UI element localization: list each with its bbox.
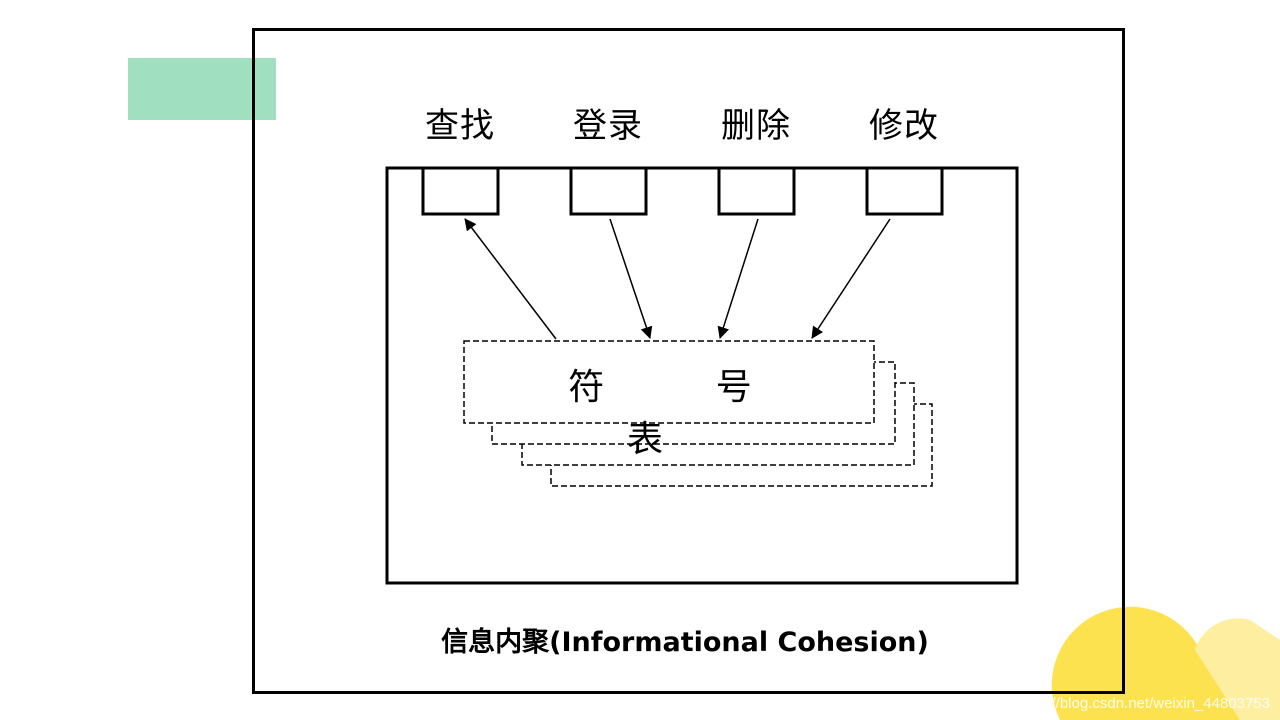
arrow-table-to-search (464, 218, 557, 340)
operation-label-delete: 删除 (721, 106, 791, 146)
operation-label-login: 登录 (573, 106, 643, 146)
arrow-modify-to-table (811, 218, 891, 339)
entry-box-login (569, 166, 648, 216)
decorative-green-rectangle (128, 58, 276, 120)
watermark: https://blog.csdn.net/weixin_44803753 (1014, 695, 1270, 712)
operation-label-modify: 修改 (869, 106, 939, 146)
arrow-login-to-table (609, 218, 653, 339)
arrow-delete-to-table (717, 218, 759, 339)
entry-box-modify (865, 166, 944, 216)
symbol-table-page-1 (463, 340, 875, 424)
entry-box-search (421, 166, 500, 216)
operation-label-search: 查找 (425, 106, 495, 146)
symbol-table-label: 符 号 表 (568, 367, 802, 460)
diagram-frame (252, 28, 1125, 694)
entry-box-delete (717, 166, 796, 216)
module-box (385, 166, 1019, 585)
diagram-caption: 信息内聚(Informational Cohesion) (441, 627, 929, 658)
